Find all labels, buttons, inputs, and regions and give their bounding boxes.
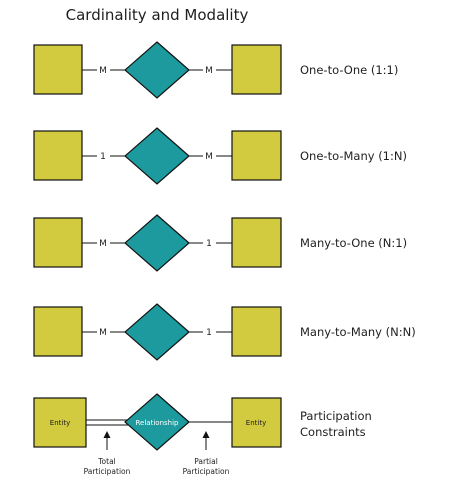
relationship-diamond bbox=[124, 214, 190, 272]
right-entity-box bbox=[231, 44, 282, 95]
left-entity-box bbox=[33, 44, 83, 95]
left-cardinality: M bbox=[99, 239, 107, 249]
left-entity-box bbox=[33, 306, 83, 357]
left-cardinality: 1 bbox=[100, 152, 106, 162]
row-label: Many-to-One (N:1) bbox=[300, 236, 407, 250]
cardinality-row-3: M 1 Many-to-One (N:1) bbox=[33, 214, 407, 272]
right-cardinality: 1 bbox=[206, 239, 212, 249]
total-participation-line1: Total bbox=[97, 457, 116, 466]
right-entity-box bbox=[231, 397, 282, 448]
left-entity-label: Entity bbox=[50, 419, 70, 427]
left-entity-box bbox=[33, 130, 83, 181]
right-entity-label: Entity bbox=[246, 419, 266, 427]
left-entity-box bbox=[33, 217, 83, 268]
left-cardinality: M bbox=[99, 66, 107, 76]
cardinality-row-2: 1 M One-to-Many (1:N) bbox=[33, 127, 407, 185]
right-entity-box bbox=[231, 306, 282, 357]
relationship-diamond bbox=[124, 127, 190, 185]
left-entity-box bbox=[33, 397, 87, 448]
right-entity-box bbox=[231, 130, 282, 181]
left-cardinality: M bbox=[99, 328, 107, 338]
cardinality-row-1: M M One-to-One (1:1) bbox=[33, 41, 398, 99]
participation-label-line1: Participation bbox=[300, 409, 372, 423]
diagram-title: Cardinality and Modality bbox=[66, 6, 249, 24]
right-cardinality: M bbox=[205, 66, 213, 76]
row-label: One-to-Many (1:N) bbox=[300, 149, 407, 163]
participation-row: Entity Relationship Entity Participation… bbox=[33, 393, 372, 476]
right-cardinality: M bbox=[205, 152, 213, 162]
relationship-label: Relationship bbox=[136, 419, 180, 427]
relationship-diamond bbox=[124, 303, 190, 361]
right-cardinality: 1 bbox=[206, 328, 212, 338]
relationship-diamond bbox=[124, 41, 190, 99]
row-label: One-to-One (1:1) bbox=[300, 63, 398, 77]
total-participation-line2: Participation bbox=[84, 467, 131, 476]
partial-participation-line1: Partial bbox=[194, 457, 218, 466]
partial-arrow-icon bbox=[202, 431, 210, 438]
right-entity-box bbox=[231, 217, 282, 268]
participation-label-line2: Constraints bbox=[300, 425, 366, 439]
cardinality-row-4: M 1 Many-to-Many (N:N) bbox=[33, 303, 416, 361]
row-label: Many-to-Many (N:N) bbox=[300, 325, 416, 339]
total-arrow-icon bbox=[103, 431, 111, 438]
relationship-diamond bbox=[124, 393, 190, 451]
partial-participation-line2: Participation bbox=[183, 467, 230, 476]
